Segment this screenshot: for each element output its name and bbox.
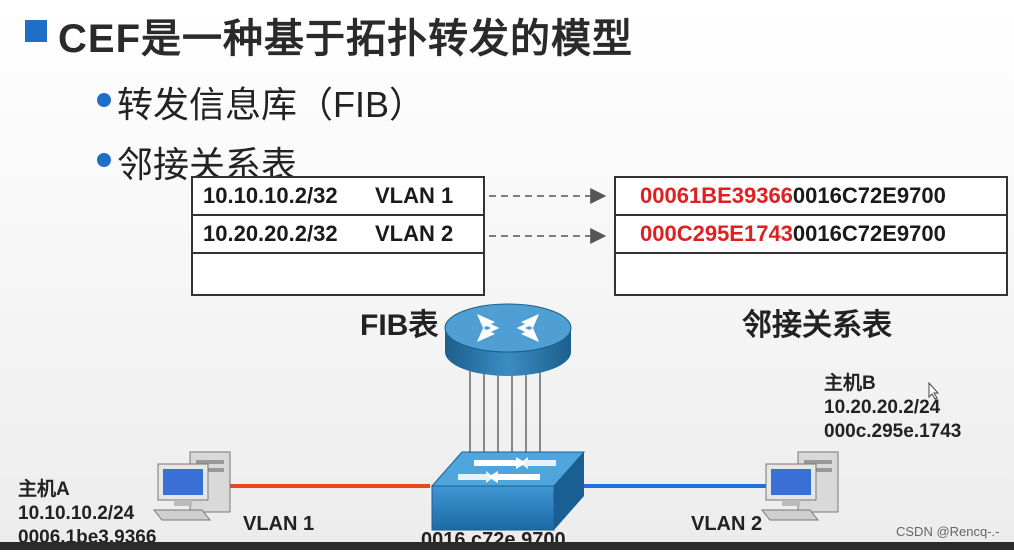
slide-title: CEF是一种基于拓扑转发的模型 <box>58 17 633 61</box>
host-a-name: 主机A <box>18 479 70 500</box>
fib-prefix: 10.10.10.2/32 <box>203 183 338 208</box>
bottom-bar <box>0 542 1014 550</box>
fib-table-row: 10.10.10.2/32 VLAN 1 <box>193 178 483 216</box>
host-b-label: 主机B 10.20.20.2/24 000c.295e.1743 <box>824 372 961 444</box>
computer-icon <box>152 451 231 521</box>
adjacency-table-row: 000C295E17430016C72E9700 <box>616 216 1006 254</box>
router-switch-trunk <box>469 366 541 460</box>
host-b-mac: 000c.295e.1743 <box>824 421 962 442</box>
watermark: CSDN @Rencq-.- <box>896 524 1000 539</box>
network-diagram <box>230 366 770 488</box>
host-a-label: 主机A 10.10.10.2/24 0006.1be3.9366 <box>18 478 156 550</box>
adjacency-table-row: 00061BE393660016C72E9700 <box>616 178 1006 216</box>
adjacency-src-mac: 0016C72E9700 <box>792 183 946 208</box>
host-a-ip: 10.10.10.2/24 <box>18 503 135 524</box>
fib-vlan: VLAN 1 <box>375 183 454 208</box>
router-icon <box>444 303 572 376</box>
fib-prefix: 10.20.20.2/32 <box>203 221 338 246</box>
adjacency-table: 00061BE393660016C72E9700 000C295E1743001… <box>614 176 1008 296</box>
switch-icon <box>430 451 586 531</box>
fib-table: 10.10.10.2/32 VLAN 1 10.20.20.2/32 VLAN 2 <box>191 176 485 296</box>
adjacency-dest-mac: 00061BE39366 <box>640 183 793 208</box>
host-b-name: 主机B <box>824 373 876 394</box>
fib-table-row: 10.20.20.2/32 VLAN 2 <box>193 216 483 254</box>
vlan1-label: VLAN 1 <box>243 513 315 535</box>
fib-vlan: VLAN 2 <box>375 221 454 246</box>
bullet-dot-icon <box>97 93 111 107</box>
cursor-icon <box>928 382 940 400</box>
fib-to-adjacency-arrows <box>489 188 607 244</box>
fib-table-caption: FIB表 <box>360 309 439 342</box>
bullet-fib: 转发信息库（FIB） <box>117 84 426 125</box>
adjacency-src-mac: 0016C72E9700 <box>792 221 946 246</box>
vlan2-label: VLAN 2 <box>691 513 763 535</box>
adjacency-table-caption: 邻接关系表 <box>742 309 892 342</box>
computer-icon <box>760 451 839 521</box>
heading-bullet-icon <box>25 20 47 42</box>
adjacency-dest-mac: 000C295E1743 <box>640 221 793 246</box>
host-b-ip: 10.20.20.2/24 <box>824 397 941 418</box>
bullet-dot-icon <box>97 153 111 167</box>
